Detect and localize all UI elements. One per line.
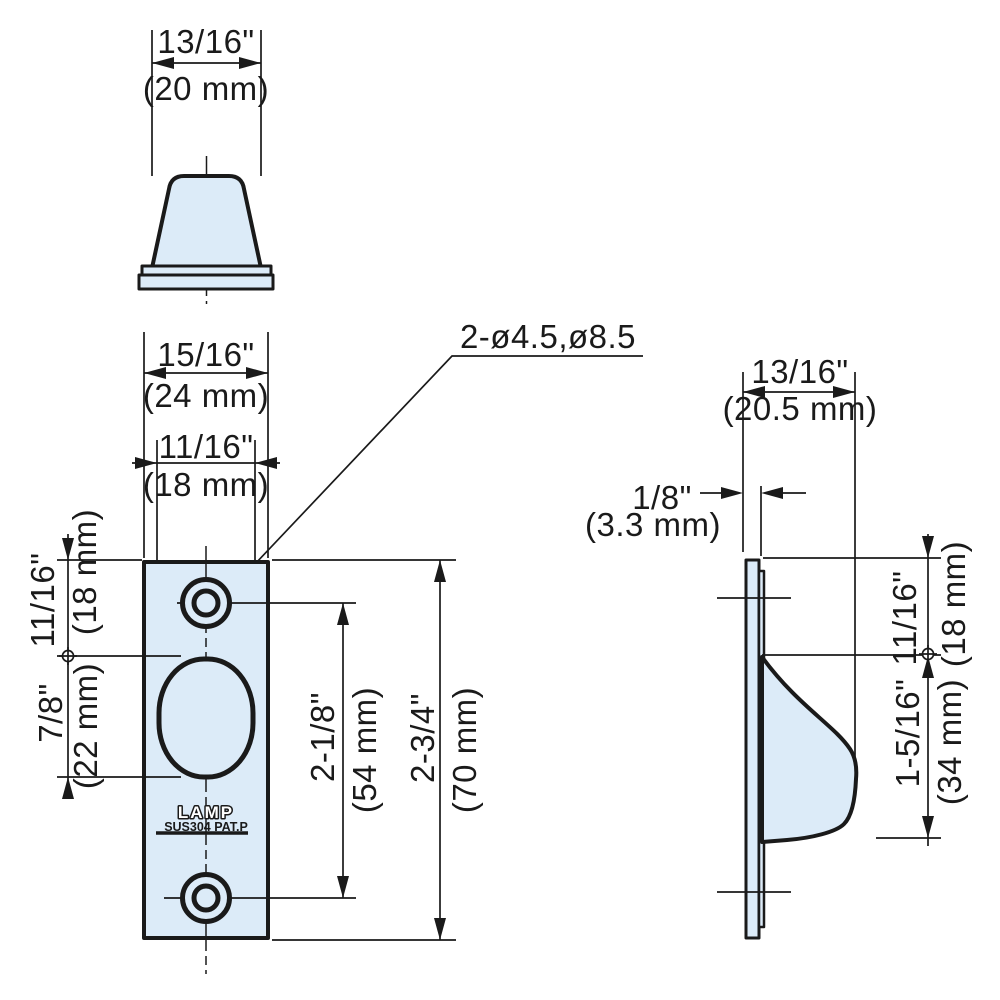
left-extension-lines <box>57 559 181 778</box>
latch-height-inch-label: 7/8" <box>32 683 69 743</box>
depth-inch-label: 13/16" <box>751 353 848 390</box>
hole-spacing-mm-label: (54 mm) <box>346 687 383 813</box>
arrowhead-right <box>833 386 855 398</box>
prong-height-inch-label: 1-5/16" <box>889 679 926 788</box>
side-top-offset-mm-label: (18 mm) <box>935 541 972 667</box>
overall-height-mm-label: (70 mm) <box>446 687 483 813</box>
arrowhead-mid-up <box>922 656 934 678</box>
overall-width-inch-label: 15/16" <box>157 336 254 373</box>
depth-extension-lines <box>742 372 856 766</box>
catch-prong-profile <box>760 655 859 844</box>
front-view: 15/16" (24 mm) 11/16" (18 mm) 2-ø4.5,ø8.… <box>24 318 643 974</box>
arrowhead-left-outside <box>721 487 743 499</box>
right-extension-lines <box>762 557 941 839</box>
top-view: 13/16" (20 mm) <box>137 23 275 304</box>
screw-hole-centerline-ticks <box>717 597 791 893</box>
thickness-mm-label: (3.3 mm) <box>585 506 721 543</box>
dimension-point-cross <box>59 647 77 665</box>
depth-mm-label: (20.5 mm) <box>723 390 878 427</box>
prong-height-mm-label: (34 mm) <box>931 679 968 805</box>
top-screw-hole <box>191 588 221 618</box>
dome-outline <box>150 174 263 270</box>
top-offset-inch-label: 11/16" <box>24 553 61 648</box>
arrowhead-right-outside <box>761 487 783 499</box>
height-extension-lines <box>272 559 456 941</box>
arrowhead-right <box>239 57 261 69</box>
arrowhead-top <box>62 538 74 560</box>
brand-logo: LAMP <box>178 803 234 822</box>
arrowhead-top <box>922 536 934 558</box>
arrowhead-right <box>246 367 268 379</box>
leader-line <box>236 355 643 584</box>
latch-cutout <box>156 656 256 780</box>
arrowhead-top <box>337 603 349 625</box>
arrowhead-left <box>743 386 765 398</box>
latch-width-mm-label: (18 mm) <box>143 466 269 503</box>
hole-callout-label: 2-ø4.5,ø8.5 <box>460 318 636 355</box>
hole-spacing-inch-label: 2-1/8" <box>304 692 341 782</box>
thickness-inch-label: 1/8" <box>632 479 692 516</box>
arrowhead-left <box>152 57 174 69</box>
top-width-inch-label: 13/16" <box>157 23 254 60</box>
side-top-offset-inch-label: 11/16" <box>886 571 923 666</box>
arrowhead-bottom <box>62 777 74 799</box>
arrowhead-top <box>434 560 446 582</box>
bottom-screw-hole <box>191 883 221 913</box>
latch-width-inch-label: 11/16" <box>159 428 254 465</box>
arrowhead-bottom <box>434 918 446 940</box>
side-view: 13/16" (20.5 mm) 1/8" (3.3 mm) 11/16" (1… <box>585 353 972 940</box>
top-offset-mm-label: (18 mm) <box>66 509 103 635</box>
arrowhead-right-outside <box>255 457 277 469</box>
overall-width-mm-label: (24 mm) <box>143 377 269 414</box>
arrowhead-left-outside <box>135 457 157 469</box>
arrowhead-bottom <box>337 876 349 898</box>
top-width-mm-label: (20 mm) <box>143 70 269 107</box>
latch-height-mm-label: (22 mm) <box>67 663 104 789</box>
overall-height-inch-label: 2-3/4" <box>404 693 441 783</box>
plate-profile <box>744 558 761 940</box>
arrowhead-bottom <box>922 816 934 838</box>
extension-lines <box>151 30 262 176</box>
extension-lines-outer-width <box>143 332 269 558</box>
base-plate-edge <box>137 273 275 291</box>
material-marking: SUS304 PAT.P <box>164 820 248 834</box>
arrowhead-left <box>144 367 166 379</box>
